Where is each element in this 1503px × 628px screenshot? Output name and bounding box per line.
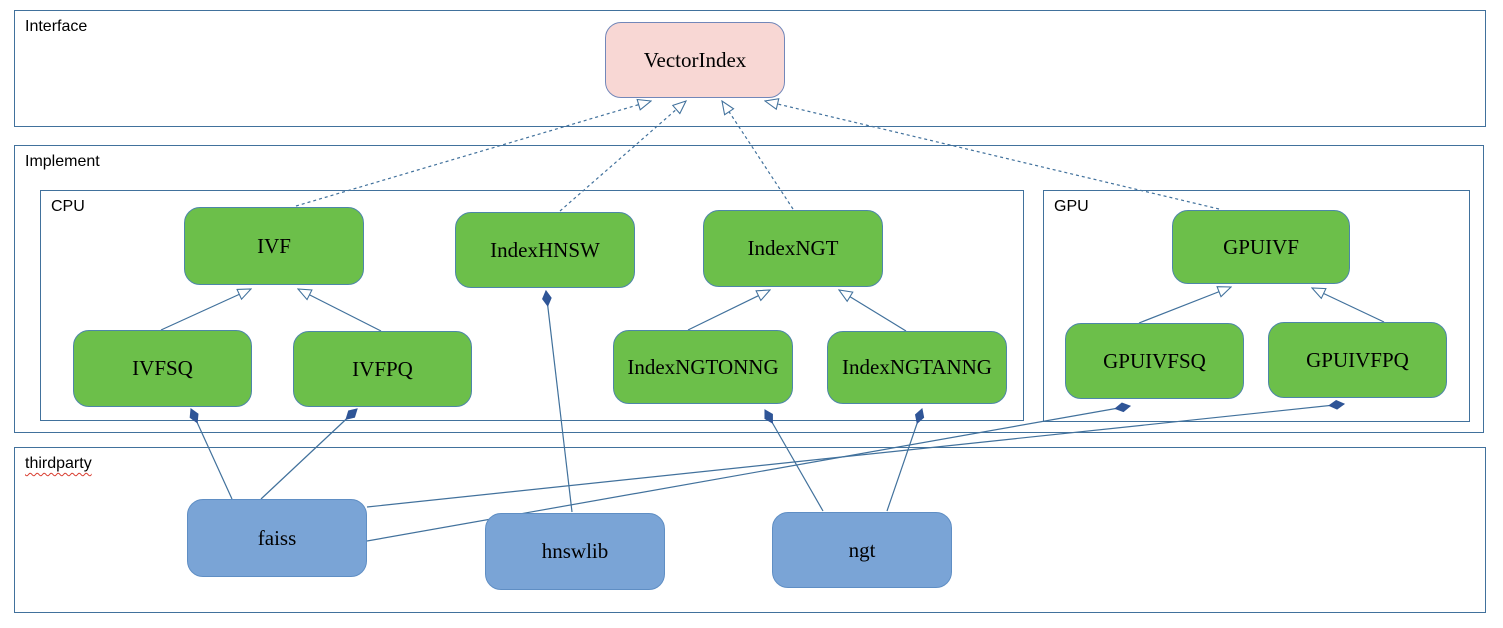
edge-faiss-gpuivfsq (366, 402, 1132, 542)
node-ivfpq[interactable]: IVFPQ (293, 331, 472, 407)
container-implement[interactable]: Implement (14, 145, 1484, 433)
node-gpuivfsq-label: GPUIVFSQ (1103, 348, 1206, 373)
node-faiss[interactable]: faiss (187, 499, 367, 577)
container-interface-label: Interface (25, 18, 88, 35)
node-indexngt-label: IndexNGT (747, 236, 839, 260)
node-indexngtanng[interactable]: IndexNGTANNG (827, 331, 1007, 404)
node-ivfsq-label: IVFSQ (132, 356, 193, 380)
container-thirdparty[interactable]: thirdparty (14, 447, 1486, 613)
node-ivf-label: IVF (257, 233, 291, 258)
edge-indexhnsw-vectorindex (559, 101, 686, 212)
node-indexngt[interactable]: IndexNGT (703, 210, 883, 287)
node-ivfsq[interactable]: IVFSQ (73, 330, 252, 407)
node-indexngtanng-label: IndexNGTANNG (842, 355, 992, 379)
node-indexngtonng[interactable]: IndexNGTONNG (613, 330, 793, 404)
container-gpu[interactable]: GPU (1043, 190, 1470, 422)
node-indexngtonng-label: IndexNGTONNG (627, 354, 779, 379)
node-indexhnsw[interactable]: IndexHNSW (455, 212, 635, 288)
node-ngt-label: ngt (848, 537, 876, 562)
node-gpuivf-label: GPUIVF (1223, 234, 1299, 259)
edge-ngt-indexngtonng (764, 409, 824, 512)
node-ivfpq-label: IVFPQ (352, 356, 413, 381)
node-gpuivfpq-label: GPUIVFPQ (1306, 347, 1409, 372)
container-gpu-label: GPU (1054, 198, 1089, 215)
edge-faiss-gpuivfpq (366, 399, 1346, 508)
node-vectorindex-label: VectorIndex (643, 47, 747, 72)
edge-gpuivf-vectorindex (765, 101, 1220, 210)
edge-ivfsq-ivf (160, 289, 251, 331)
edge-indexngt-vectorindex (722, 101, 794, 210)
edge-faiss-ivfpq (260, 408, 358, 500)
edge-hnswlib-indexhnsw (542, 289, 573, 513)
node-indexhnsw-label: IndexHNSW (490, 237, 600, 262)
node-gpuivf[interactable]: GPUIVF (1172, 210, 1350, 284)
node-gpuivfpq[interactable]: GPUIVFPQ (1268, 322, 1447, 398)
node-ngt[interactable]: ngt (772, 512, 952, 588)
node-hnswlib[interactable]: hnswlib (485, 513, 665, 590)
node-faiss-label: faiss (257, 525, 297, 550)
edge-ivfpq-ivf (298, 289, 382, 332)
container-cpu[interactable]: CPU (40, 190, 1024, 421)
node-ivf[interactable]: IVF (184, 207, 364, 285)
edge-gpuivfsq-gpuivf (1138, 287, 1231, 324)
node-vectorindex[interactable]: VectorIndex (605, 22, 785, 98)
container-interface[interactable]: Interface (14, 10, 1486, 127)
edge-ngt-indexngtanng (886, 407, 925, 512)
edge-gpuivfpq-gpuivf (1312, 288, 1385, 323)
container-cpu-label: CPU (51, 198, 85, 215)
edge-faiss-ivfsq (189, 408, 233, 500)
edge-indexngtanng-indexngt (839, 290, 907, 332)
node-hnswlib-label: hnswlib (541, 539, 609, 563)
edge-indexngtonng-indexngt (687, 290, 770, 331)
container-implement-label: Implement (25, 153, 100, 170)
edge-ivf-vectorindex (295, 101, 651, 207)
node-gpuivfsq[interactable]: GPUIVFSQ (1065, 323, 1244, 399)
container-thirdparty-label: thirdparty (25, 455, 92, 472)
